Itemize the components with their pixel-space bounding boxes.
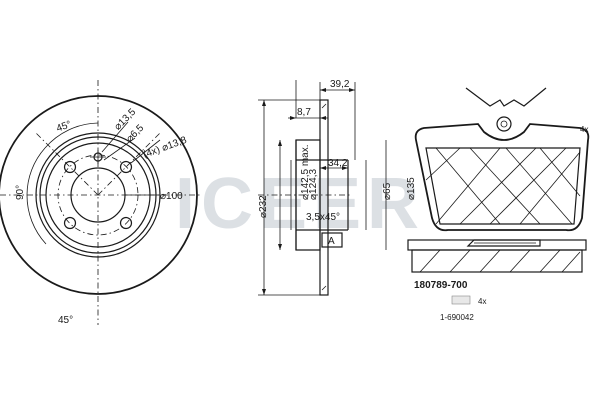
clip-number: 1-690042 <box>440 313 474 322</box>
angle-45-top: 45° <box>55 119 73 135</box>
dim-dia-232: ⌀232 <box>258 195 269 218</box>
clip-qty: 4x <box>478 297 486 306</box>
bolt-hole <box>119 160 133 174</box>
dim-dia-100: ⌀100 <box>160 191 183 202</box>
bolt-hole <box>119 216 133 230</box>
disc-front-view: 45° 90° 45° ⌀13,5 ⌀6,5 (4x) ⌀13,8 ⌀100 <box>0 80 200 326</box>
watermark-text: ICEER <box>175 164 425 244</box>
dim-dia-124-3: ⌀124,3 <box>308 169 319 200</box>
pad-side-profile <box>407 239 587 251</box>
pad-part-number: 180789-700 <box>414 280 468 291</box>
dim-dia-135: ⌀135 <box>406 177 417 200</box>
disc-section-view: 39,2 8,7 34,2 ⌀232 ⌀142,5 max. <box>258 79 417 296</box>
angle-90: 90° <box>15 185 26 200</box>
dim-39-2: 39,2 <box>330 79 350 90</box>
dim-chamfer: 3,5x45° <box>306 212 340 223</box>
dim-dia-6-5: ⌀6,5 <box>124 122 146 144</box>
dim-dia-4x-13-8: (4x) ⌀13,8 <box>142 135 189 161</box>
watermark: ICEER <box>175 164 425 244</box>
pad-qty-top: 4x <box>580 125 588 134</box>
clip-icon <box>451 295 471 305</box>
disc-outer-circle <box>0 95 198 295</box>
angle-45-bottom: 45° <box>58 315 73 326</box>
dim-dia-142-5: ⌀142,5 max. <box>300 145 311 201</box>
dim-8-7: 8,7 <box>297 107 311 118</box>
bolt-hole <box>63 160 77 174</box>
pad-friction-material <box>425 147 581 225</box>
dim-dia-65: ⌀65 <box>382 182 393 200</box>
datum-box <box>321 232 343 248</box>
datum-label: A <box>328 236 335 247</box>
dim-34-2: 34,2 <box>328 158 348 169</box>
spring-clip <box>465 87 547 107</box>
bolt-hole <box>63 216 77 230</box>
pad-backing-plate <box>414 123 590 232</box>
brake-pad: 4x 180789-700 4x 1-690042 <box>407 87 590 322</box>
